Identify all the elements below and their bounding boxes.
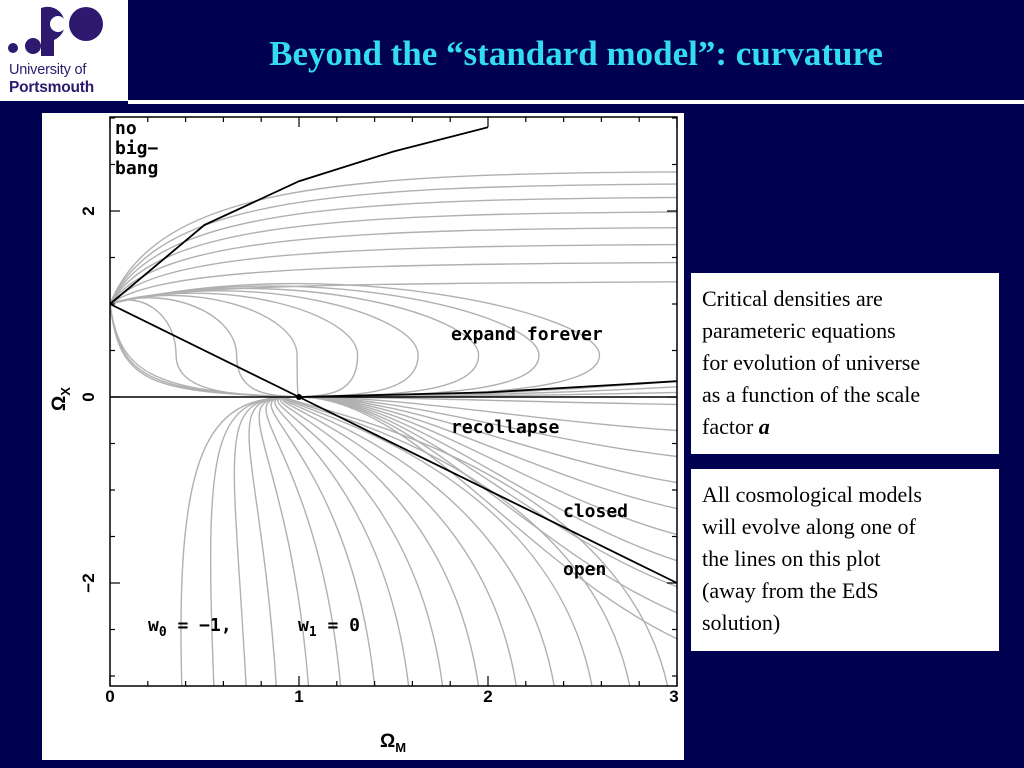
loop-curve bbox=[109, 290, 419, 398]
loop-curve bbox=[109, 297, 300, 398]
x-axis-label: ΩM bbox=[380, 731, 406, 755]
label-no-big-bang-3: bang bbox=[115, 158, 158, 179]
boundary-line bbox=[298, 380, 678, 398]
info-line: factor a bbox=[702, 414, 770, 439]
info-line: Critical densities are bbox=[702, 286, 883, 311]
bottom-fan-curve bbox=[209, 396, 300, 687]
info-line: parameteric equations bbox=[702, 318, 896, 343]
info-line: All cosmological models bbox=[702, 482, 922, 507]
info-line: will evolve along one of bbox=[702, 514, 916, 539]
bottom-fan-curve bbox=[277, 396, 444, 687]
slide-title: Beyond the “standard model”: curvature bbox=[269, 34, 883, 73]
bottom-fan-curve bbox=[270, 396, 376, 687]
cosmology-plot: 0 1 2 3 −2 0 2 ΩM ΩX no big− bang expand… bbox=[42, 113, 684, 760]
upper-curve bbox=[109, 196, 678, 305]
info-box-cosmological-models: All cosmological models will evolve alon… bbox=[691, 469, 999, 651]
bottom-fan-curve bbox=[274, 396, 410, 687]
logo-text-university: University of bbox=[9, 62, 87, 78]
plot-svg: 0 1 2 3 −2 0 2 ΩM ΩX no big− bang expand… bbox=[49, 116, 679, 755]
y-tick-label: −2 bbox=[79, 573, 98, 592]
x-tick-label: 3 bbox=[669, 687, 678, 706]
info-line: as a function of the scale bbox=[702, 382, 921, 407]
right-fan-curve bbox=[298, 396, 678, 588]
right-fan-curve bbox=[298, 396, 678, 640]
label-no-big-bang-2: big− bbox=[115, 138, 159, 159]
upper-curve bbox=[109, 227, 678, 305]
logo-text-portsmouth: Portsmouth bbox=[9, 79, 94, 96]
upper-curve bbox=[109, 171, 678, 305]
right-fan-curve bbox=[298, 396, 678, 432]
right-fan-curve bbox=[298, 396, 678, 510]
label-closed: closed bbox=[563, 501, 628, 522]
label-w0: w0 = −1, bbox=[148, 615, 232, 640]
x-tick-label: 0 bbox=[105, 687, 114, 706]
bottom-fan-curve bbox=[258, 396, 310, 687]
info-line: the lines on this plot bbox=[702, 546, 881, 571]
bottom-fan-curve bbox=[283, 396, 555, 687]
loop-curve bbox=[109, 287, 480, 398]
x-tick-label: 2 bbox=[483, 687, 492, 706]
loop-curve bbox=[109, 294, 300, 398]
right-fan-curve bbox=[298, 396, 678, 484]
bottom-fan-curve bbox=[180, 396, 300, 687]
title-divider bbox=[128, 100, 1024, 104]
bottom-fan-curve bbox=[279, 396, 480, 687]
evolution-curves bbox=[109, 171, 678, 687]
boundary-line bbox=[109, 126, 489, 305]
label-expand-forever: expand forever bbox=[451, 324, 603, 345]
bottom-fan-curve bbox=[233, 396, 300, 687]
lower-curve bbox=[109, 303, 300, 398]
y-tick-label: 0 bbox=[79, 392, 98, 401]
bottom-fan-curve bbox=[281, 396, 517, 687]
info-line: solution) bbox=[702, 610, 781, 635]
y-axis-label: ΩX bbox=[49, 387, 73, 411]
info-line: for evolution of universe bbox=[702, 350, 921, 375]
scale-factor-symbol: a bbox=[758, 414, 770, 439]
info-box-critical-densities: Critical densities are parameteric equat… bbox=[691, 273, 999, 454]
y-tick-label: 2 bbox=[79, 206, 98, 215]
logo-dots-icon bbox=[8, 6, 103, 57]
right-fan-curve bbox=[298, 396, 678, 458]
info-line: (away from the EdS bbox=[702, 578, 879, 603]
upper-curve bbox=[109, 243, 678, 305]
right-fan-curve bbox=[298, 396, 678, 562]
upper-curve bbox=[109, 211, 678, 305]
label-w1: w1 = 0 bbox=[298, 615, 360, 640]
x-tick-label: 1 bbox=[294, 687, 303, 706]
right-fan-curve bbox=[298, 396, 678, 614]
label-open: open bbox=[563, 559, 606, 580]
loop-curve bbox=[109, 292, 359, 398]
axis-ticks bbox=[109, 117, 678, 686]
eds-point bbox=[296, 394, 302, 400]
bottom-fan-curve bbox=[265, 396, 342, 687]
upper-curve bbox=[109, 183, 678, 305]
bottom-fan-curve bbox=[286, 396, 669, 687]
university-logo: University of Portsmouth bbox=[0, 0, 128, 101]
upper-curve bbox=[109, 261, 678, 305]
bottom-fan-curve bbox=[284, 396, 593, 687]
right-fan-curve bbox=[298, 396, 678, 536]
label-recollapse: recollapse bbox=[451, 417, 560, 438]
label-no-big-bang-1: no bbox=[115, 118, 137, 139]
plot-frame bbox=[109, 116, 678, 687]
